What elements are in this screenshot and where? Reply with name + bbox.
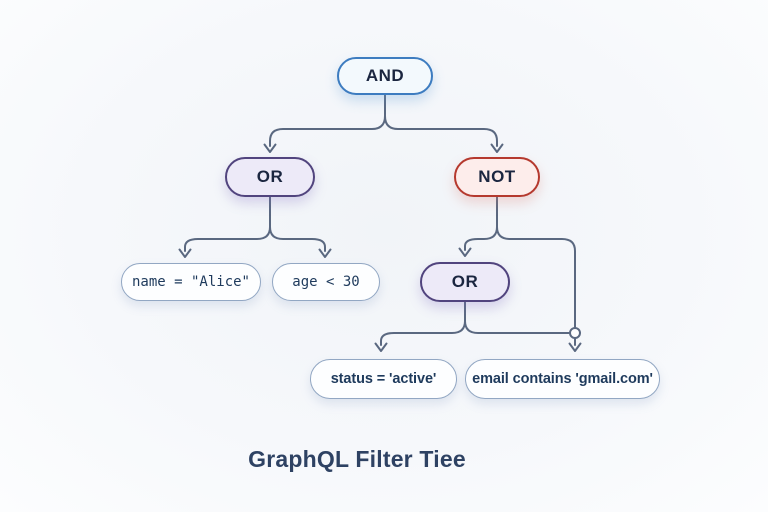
edge-not-bypass bbox=[496, 226, 576, 328]
edge-not-to-or-right bbox=[464, 226, 498, 251]
or-right-node: OR bbox=[420, 262, 510, 302]
arrowhead-leaf-age bbox=[318, 248, 332, 258]
leaf-name-condition-label: name = "Alice" bbox=[131, 274, 250, 290]
edge-and-to-not bbox=[384, 115, 498, 147]
edge-orleft-to-age bbox=[269, 226, 326, 252]
arrowhead-or-right bbox=[458, 247, 472, 257]
not-node-label: NOT bbox=[478, 167, 516, 186]
leaf-age-condition: age < 30 bbox=[272, 263, 380, 301]
arrowhead-not bbox=[490, 143, 504, 153]
arrowhead-leaf-email bbox=[568, 342, 582, 352]
or-left-node-label: OR bbox=[256, 167, 284, 186]
edge-and-to-or-left bbox=[269, 115, 386, 147]
leaf-age-condition-label: age < 30 bbox=[292, 274, 360, 290]
or-left-node: OR bbox=[225, 157, 315, 197]
leaf-email-condition: email contains 'gmail.com' bbox=[465, 359, 660, 399]
leaf-status-condition: status = 'active' bbox=[310, 359, 457, 399]
junction-circle bbox=[569, 327, 581, 339]
or-right-node-label: OR bbox=[451, 272, 479, 291]
not-node: NOT bbox=[454, 157, 540, 197]
arrowhead-leaf-name bbox=[178, 248, 192, 258]
and-node-label: AND bbox=[365, 66, 405, 85]
arrowhead-or-left bbox=[263, 143, 277, 153]
edge-orleft-to-name bbox=[184, 226, 271, 252]
diagram-title: GraphQL Filter Tiee bbox=[248, 446, 466, 472]
edge-orright-to-status bbox=[380, 320, 466, 346]
leaf-email-condition-label: email contains 'gmail.com' bbox=[472, 371, 653, 387]
edge-orright-to-junction bbox=[464, 320, 570, 334]
leaf-status-condition-label: status = 'active' bbox=[330, 371, 437, 387]
leaf-name-condition: name = "Alice" bbox=[121, 263, 261, 301]
and-node: AND bbox=[337, 57, 433, 95]
arrowhead-leaf-status bbox=[374, 342, 388, 352]
